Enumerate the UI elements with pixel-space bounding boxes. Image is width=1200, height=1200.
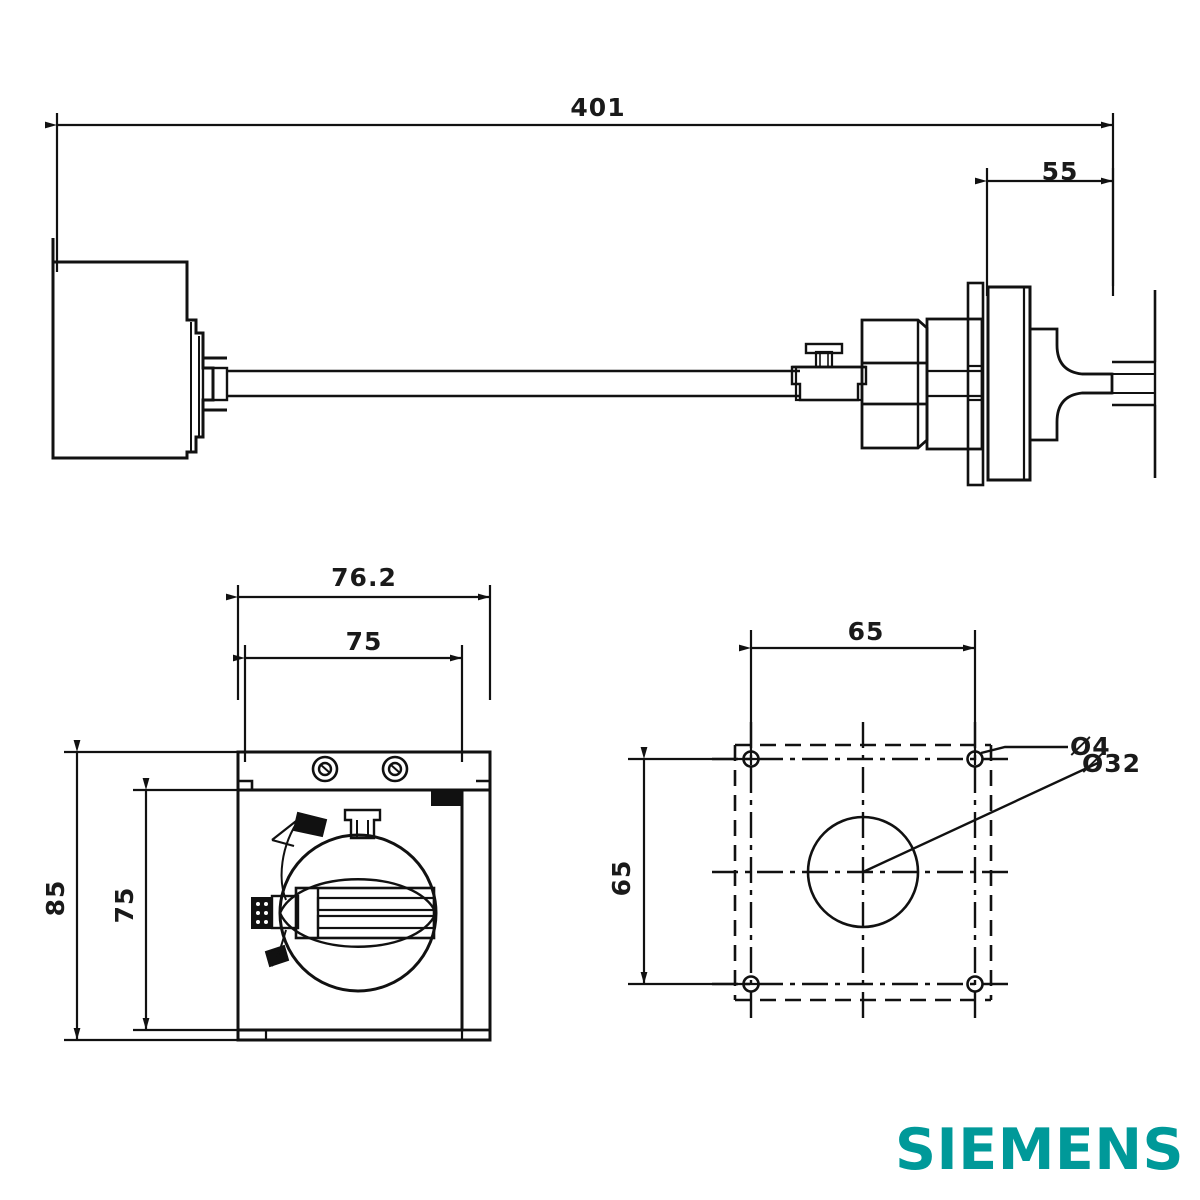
side-view-shaft [227,369,800,398]
dimension-label-overall-length: 401 [570,93,625,122]
dimension-flange-depth [975,168,1115,296]
dimension-label-enclosure-width-inner: 75 [346,627,383,656]
front-view-enclosure [236,750,492,1042]
dimension-enclosure-width-outer [226,585,492,700]
front-view-rotary-handle [251,808,438,993]
side-view-coupling-block [860,318,929,450]
dimension-label-hole-pitch-horizontal: 65 [848,617,885,646]
side-view-enclosure [51,238,215,460]
dimension-label-enclosure-width-outer: 76.2 [331,563,397,592]
dimension-overall-length [45,113,1115,286]
dimension-enclosure-height-inner [133,778,250,1032]
front-view-fixing-screw-right [381,755,409,783]
dimension-label-flange-depth: 55 [1042,157,1079,186]
side-view-spacer [925,317,984,451]
siemens-logo: SIEMENS [895,1117,1185,1183]
leader-mounting-hole-diameter [980,745,1068,755]
dimension-hole-pitch-vertical [628,747,760,986]
dimension-enclosure-height-outer [64,740,250,1042]
side-view-main-flange [986,285,1032,482]
side-view-shaft-collar [201,356,229,412]
dimension-label-hole-pitch-vertical: 65 [607,860,636,897]
dimension-label-enclosure-height-inner: 75 [110,887,139,924]
leader-center-bore-diameter [862,760,1101,874]
side-view-tapered-hub [1028,327,1157,442]
front-view-fixing-screw-left [311,755,339,783]
callout-label-center-bore-diameter: Ø32 [1082,749,1141,778]
dimension-label-enclosure-height-outer: 85 [41,880,70,917]
side-view-thin-flange [966,281,985,487]
side-view-set-screw-block [790,342,868,402]
callout-label-mounting-hole-diameter: Ø4 [1070,732,1111,761]
dimension-enclosure-width-inner [233,645,464,762]
